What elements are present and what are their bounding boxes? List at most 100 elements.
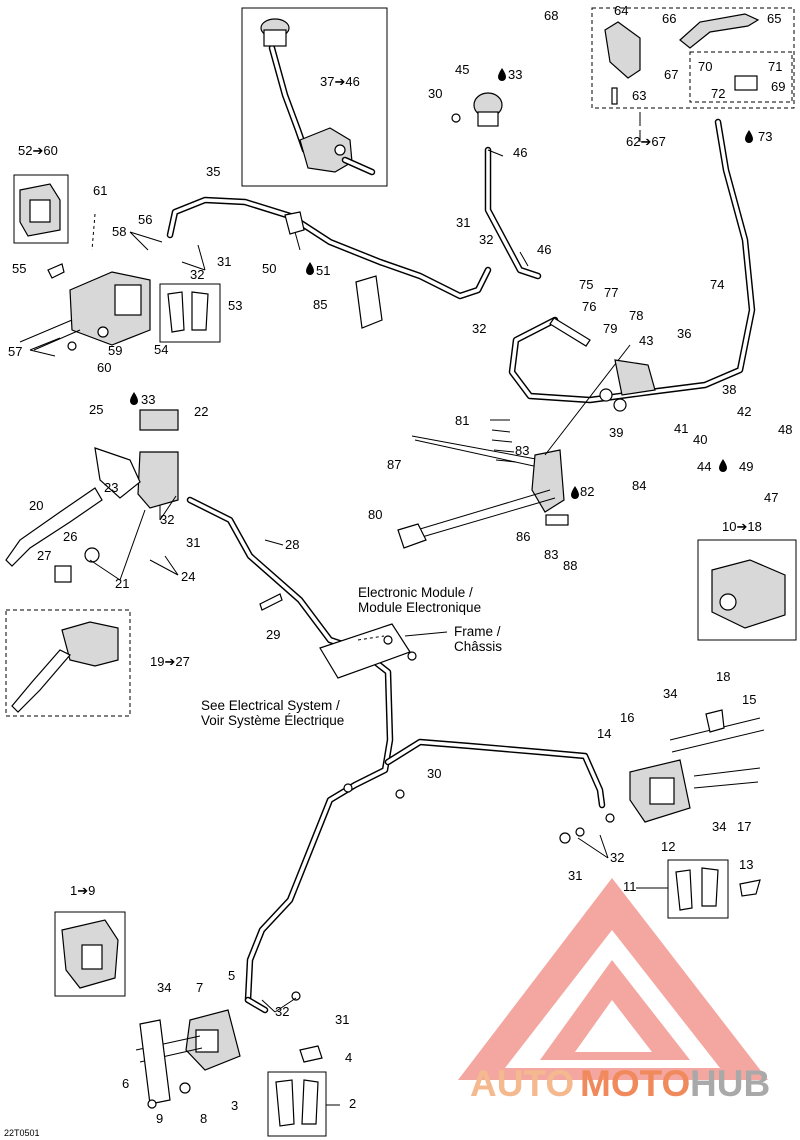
callout-82: 82: [580, 484, 594, 499]
callout-32-f: 32: [275, 1004, 289, 1019]
watermark-text: AUTO MOTO HUB: [470, 1063, 770, 1104]
callout-47: 47: [764, 490, 778, 505]
callout-75: 75: [579, 277, 593, 292]
callout-48: 48: [778, 422, 792, 437]
rear-fittings: [259, 593, 615, 844]
callout-29: 29: [266, 627, 280, 642]
callout-32-d: 32: [160, 512, 174, 527]
callout-31-a: 31: [456, 215, 470, 230]
callout-54: 54: [154, 342, 168, 357]
note-electronic-module-1: Electronic Module /: [358, 585, 473, 600]
callout-35: 35: [206, 164, 220, 179]
callout-23: 23: [104, 480, 118, 495]
note-frame-1: Frame /: [454, 624, 501, 639]
callout-32-a: 32: [479, 232, 493, 247]
callout-11: 11: [623, 879, 637, 894]
reservoir: [451, 92, 503, 127]
inset-box-53: [159, 283, 221, 343]
callout-19-27: 19➔27: [150, 654, 190, 669]
callout-55: 55: [12, 261, 26, 276]
callout-53: 53: [228, 298, 242, 313]
callout-8: 8: [200, 1111, 207, 1126]
callout-65: 65: [767, 11, 781, 26]
callout-30-top: 30: [428, 86, 442, 101]
callout-64: 64: [614, 3, 628, 18]
callout-31-b: 31: [217, 254, 231, 269]
note-electrical-2: Voir Système Électrique: [201, 713, 344, 728]
watermark-part-auto: AUTO: [470, 1063, 574, 1104]
callout-62-67: 62➔67: [626, 134, 666, 149]
inset-box-62-67: [591, 7, 795, 109]
callout-14: 14: [597, 726, 611, 741]
callout-67: 67: [664, 67, 678, 82]
callout-85: 85: [313, 297, 327, 312]
callout-32-c: 32: [190, 267, 204, 282]
callout-58: 58: [112, 224, 126, 239]
callout-88: 88: [563, 558, 577, 573]
inset-box-37-46: [241, 7, 388, 187]
callout-87: 87: [387, 457, 401, 472]
callout-37-46: 37➔46: [320, 74, 360, 89]
fluid-drop-icon: [306, 262, 314, 275]
callout-79: 79: [603, 321, 617, 336]
callout-3: 3: [231, 1098, 238, 1113]
callout-68: 68: [544, 8, 558, 23]
callout-43: 43: [639, 333, 653, 348]
callout-28: 28: [285, 537, 299, 552]
callout-34-c: 34: [157, 980, 171, 995]
inset-box-10-18: [697, 539, 797, 641]
callout-52-60: 52➔60: [18, 143, 58, 158]
callout-84: 84: [632, 478, 646, 493]
leader-lines: [29, 112, 668, 1106]
callout-81: 81: [455, 413, 469, 428]
callout-27: 27: [37, 548, 51, 563]
rear-left-caliper: [135, 991, 323, 1109]
callout-16: 16: [620, 710, 634, 725]
callout-24: 24: [181, 569, 195, 584]
callout-22: 22: [194, 404, 208, 419]
callout-9: 9: [156, 1111, 163, 1126]
callout-1-9: 1➔9: [70, 883, 95, 898]
callout-13: 13: [739, 857, 753, 872]
front-master-cylinder: [5, 409, 179, 583]
inset-box-52-60: [13, 174, 69, 244]
callout-77: 77: [604, 285, 618, 300]
fluid-drop-icon: [571, 486, 579, 499]
callout-31-e: 31: [335, 1012, 349, 1027]
fluid-drop-icon: [498, 68, 506, 81]
callout-39: 39: [609, 425, 623, 440]
callout-57: 57: [8, 344, 22, 359]
callout-21: 21: [115, 576, 129, 591]
callout-31-d: 31: [568, 868, 582, 883]
note-frame-2: Châssis: [454, 639, 502, 654]
watermark-part-moto: MOTO: [580, 1063, 690, 1104]
callout-5: 5: [228, 968, 235, 983]
callout-32-b: 32: [472, 321, 486, 336]
callout-12: 12: [661, 839, 675, 854]
callout-70: 70: [698, 59, 712, 74]
callout-83-b: 83: [544, 547, 558, 562]
callout-72: 72: [711, 86, 725, 101]
callout-6: 6: [122, 1076, 129, 1091]
callout-26: 26: [63, 529, 77, 544]
callout-41: 41: [674, 421, 688, 436]
callout-18: 18: [716, 669, 730, 684]
callout-10-18: 10➔18: [722, 519, 762, 534]
inset-box-11: [667, 859, 729, 919]
callout-60: 60: [97, 360, 111, 375]
callout-74: 74: [710, 277, 724, 292]
fluid-drop-icons: [130, 68, 753, 499]
callout-33-top: 33: [508, 67, 522, 82]
callout-86: 86: [516, 529, 530, 544]
callout-46-b: 46: [537, 242, 551, 257]
callout-45: 45: [455, 62, 469, 77]
callout-17: 17: [737, 819, 751, 834]
callout-44: 44: [697, 459, 711, 474]
callout-31-c: 31: [186, 535, 200, 550]
brake-pedal-assembly: [284, 211, 656, 549]
callout-36: 36: [677, 326, 691, 341]
callout-80: 80: [368, 507, 382, 522]
callouts: 37➔46 45 33 30 46 46 35 31 32 32 50 51 8…: [4, 3, 792, 1138]
callout-30-b: 30: [427, 766, 441, 781]
